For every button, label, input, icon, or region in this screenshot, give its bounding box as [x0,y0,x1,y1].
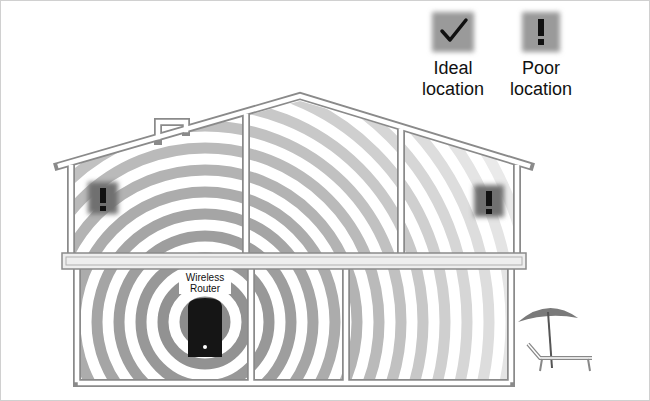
router-label: Wireless Router [179,272,231,294]
floor-band [62,253,526,269]
checkmark [442,20,466,40]
exclamation [486,209,492,214]
signal-ring [141,258,269,386]
wall [77,379,511,387]
icon-box [432,12,474,52]
signal-ring [0,38,489,401]
wall [513,165,521,254]
wall [509,270,514,380]
router-body [188,298,222,357]
signal-ring [0,0,533,401]
icon-box [522,12,560,52]
wall [242,113,250,254]
signal-ring [0,16,511,401]
wall [247,270,255,383]
router-light [203,345,207,349]
wall [69,167,74,254]
icon-box [88,182,118,214]
signal-rings [0,0,533,401]
icon-box [474,185,504,217]
walls-inner [60,96,528,383]
legend-label: Ideal location [410,58,496,100]
chair-seat [528,344,592,358]
signal-ring [75,192,335,401]
wall [399,131,404,254]
legend-label: Poor location [498,58,584,100]
chair-seat [528,344,592,358]
wall [249,270,254,380]
wall [342,270,350,383]
wall [67,165,75,254]
roof [58,96,530,166]
exclamation [538,39,544,45]
ideal-legend-icon [432,12,474,52]
chair-legs [540,359,590,371]
wall [75,270,80,380]
exclamation [100,206,106,211]
wall [73,270,81,383]
exclamation [538,19,544,36]
wireless-router [188,298,222,357]
wall [507,270,515,383]
lounge-chair [518,308,592,371]
poor-location-icon [88,182,118,214]
signal-ring [53,170,357,401]
poor-legend-icon [522,12,560,52]
signal-ring [31,148,379,401]
wall [80,381,508,386]
walls-outer [58,96,530,383]
wall [397,128,405,254]
wall [244,116,249,254]
poor-location-icon [474,185,504,217]
roof [60,96,528,166]
exclamation [100,188,106,203]
exclamation [486,191,492,206]
wall [344,270,349,380]
wall [515,167,520,254]
floor-band [66,257,522,265]
signal-ring [97,214,313,401]
